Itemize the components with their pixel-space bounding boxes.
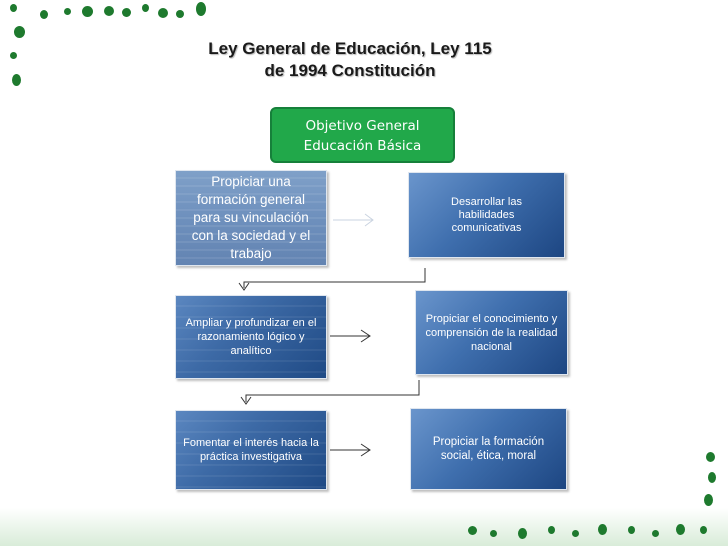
title-line-1: Ley General de Educación, Ley 115: [208, 39, 492, 58]
decorative-dot: [82, 6, 93, 17]
decorative-dot: [14, 26, 25, 38]
objective-box-razonamiento-logico: Ampliar y profundizar en el razonamiento…: [175, 295, 327, 379]
arrow-formacion-to-habilidades: [333, 213, 374, 227]
objective-box-formacion-general: Propiciar una formación general para su …: [175, 170, 327, 266]
decorative-dot: [598, 524, 607, 535]
objective-line-2: Educación Básica: [303, 138, 422, 154]
decorative-dot: [104, 6, 114, 16]
objective-box-practica-investigativa: Fomentar el interés hacia la práctica in…: [175, 410, 327, 490]
decorative-dot: [628, 526, 635, 534]
decorative-dot: [64, 8, 71, 15]
decorative-dot: [548, 526, 555, 534]
objective-box-formacion-social: Propiciar la formación social, ética, mo…: [410, 408, 567, 490]
decorative-dot: [176, 10, 184, 18]
arrow-razonamiento-to-realidad: [330, 329, 371, 343]
objective-box-realidad-nacional: Propiciar el conocimiento y comprensión …: [415, 290, 568, 375]
decorative-dot: [490, 530, 497, 537]
objective-line-1: Objetivo General: [305, 118, 420, 134]
decorative-dot: [40, 10, 48, 19]
decorative-dot: [12, 74, 21, 86]
box-label: Propiciar la formación social, ética, mo…: [432, 436, 545, 462]
box-label: Propiciar el conocimiento y comprensión …: [425, 312, 558, 353]
decorative-dot: [518, 528, 527, 539]
decorative-dot: [10, 4, 17, 12]
arrow-practica-to-formacion-social: [330, 443, 371, 457]
decorative-dot: [704, 494, 713, 506]
arrow-realidad-to-practica: [240, 380, 420, 405]
decorative-dot: [706, 452, 715, 462]
decorative-dot: [700, 526, 707, 534]
box-label: Fomentar el interés hacia la práctica in…: [183, 437, 319, 463]
box-label: Desarrollar las habilidades comunicativa…: [451, 195, 522, 234]
objective-box-habilidades-comunicativas: Desarrollar las habilidades comunicativa…: [408, 172, 565, 258]
decorative-dot: [708, 472, 716, 483]
decorative-dot: [10, 52, 17, 59]
decorative-dot: [572, 530, 579, 537]
decorative-dot: [142, 4, 149, 12]
decorative-dot: [122, 8, 131, 17]
decorative-dot: [676, 524, 685, 535]
title-line-2: de 1994 Constitución: [264, 61, 436, 80]
decorative-dot: [468, 526, 477, 535]
decorative-dot: [196, 2, 206, 16]
objective-box: Objetivo General Educación Básica: [270, 107, 455, 163]
decorative-dot: [652, 530, 659, 537]
box-label: Propiciar una formación general para su …: [191, 174, 311, 261]
decorative-dot: [158, 8, 168, 18]
arrow-habilidades-to-razonamiento: [238, 268, 426, 291]
page-title: Ley General de Educación, Ley 115 de 199…: [180, 38, 520, 82]
box-label: Ampliar y profundizar en el razonamiento…: [185, 317, 317, 357]
